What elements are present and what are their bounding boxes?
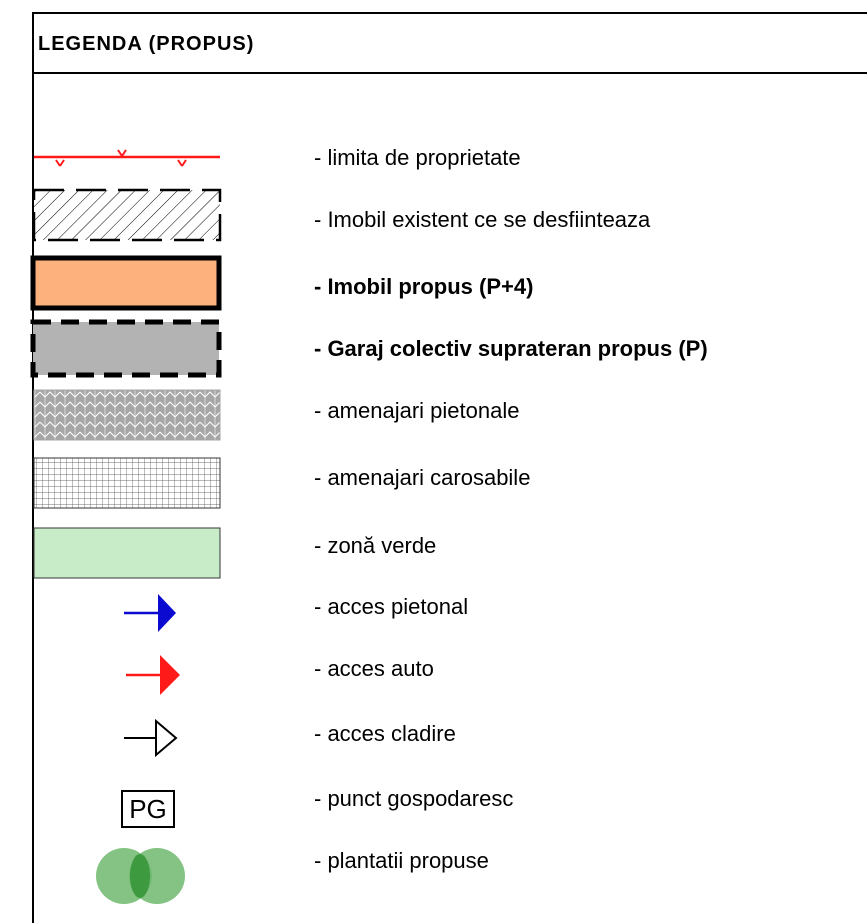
blue-arrow-icon [124,594,176,632]
legend-label-household-point: - punct gospodaresc [314,786,514,811]
legend-label-existing-building: - Imobil existent ce se desfiinteaza [314,207,651,232]
legend-label-pedestrian-access: - acces pietonal [314,594,469,619]
red-arrow-icon [126,655,180,695]
property-limit-line-icon [34,149,220,167]
grid-pattern-rect-icon [33,457,221,509]
legend-label-proposed-plantings: - plantatii propuse [314,848,489,873]
hatched-dashed-rect-icon [32,188,222,242]
legend-title: LEGENDA (PROPUS) [38,33,255,55]
green-rect-icon [33,527,221,579]
legend-frame-left [32,12,34,923]
legend-label-garage: - Garaj colectiv suprateran propus (P) [314,336,708,361]
black-outline-arrow-icon [124,718,178,758]
legend-label-property-limit: - limita de proprietate [314,145,521,170]
legend-frame-top [32,12,867,14]
gray-dashed-rect-icon [30,319,222,378]
pg-box-text: PG [129,794,167,824]
pg-box-icon: PG [121,790,175,828]
tree-cluster-icon [96,848,185,904]
legend-label-auto-access: - acces auto [314,656,434,681]
orange-bold-rect-icon [30,255,222,311]
legend-label-proposed-building: - Imobil propus (P+4) [314,274,534,299]
chevron-pattern-rect-icon [33,389,221,441]
legend-label-green-zone: - zonă verde [314,533,437,558]
legend-label-building-access: - acces cladire [314,721,456,746]
legend-label-carriageway: - amenajari carosabile [314,465,531,490]
legend-label-pedestrian-areas: - amenajari pietonale [314,398,520,423]
legend-header-divider [32,72,867,74]
